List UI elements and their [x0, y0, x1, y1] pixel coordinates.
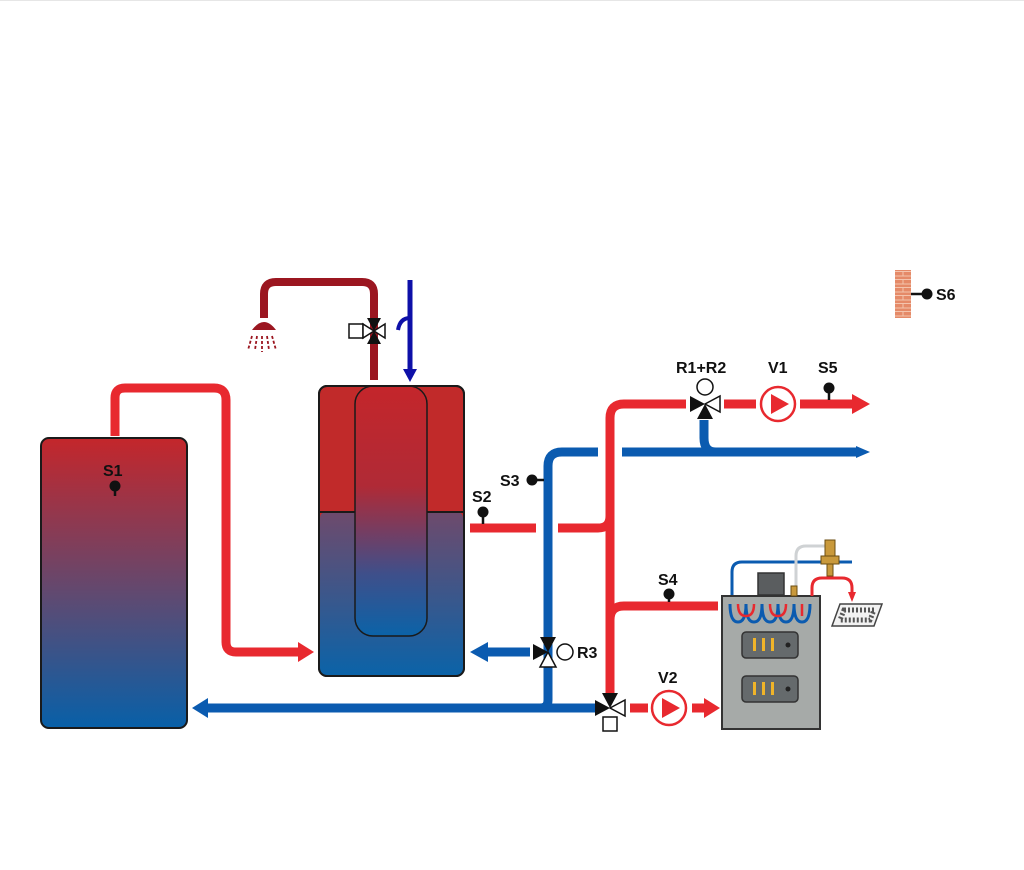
- r1r2-valve[interactable]: [690, 378, 721, 419]
- pipe-arrowhead: [192, 698, 208, 718]
- dhw-tank: [318, 385, 465, 677]
- label-r1r2: R1+R2: [676, 360, 726, 377]
- sensor-s2: [477, 506, 489, 524]
- pipe-cold-riser: [543, 447, 598, 698]
- label-s5: S5: [818, 360, 838, 377]
- pipe-arrowhead: [298, 642, 314, 662]
- pipe-riser-to-boiler: [605, 601, 718, 621]
- three-way-valve-icon[interactable]: [348, 318, 386, 344]
- pipe-r1-drop: [699, 420, 717, 457]
- label-s3: S3: [500, 473, 520, 490]
- pipe-cold-riser-joint: [539, 686, 553, 713]
- dhw-tank-inner-coil: [354, 385, 428, 637]
- pipe-hot-riser: [605, 399, 686, 698]
- label-s6: S6: [936, 287, 956, 304]
- label-s2: S2: [472, 489, 492, 506]
- label-r3: R3: [577, 645, 598, 662]
- r3-valve[interactable]: [533, 637, 574, 668]
- buffer-tank: [40, 437, 188, 729]
- label-v2: V2: [658, 670, 678, 687]
- label-s4: S4: [658, 572, 678, 589]
- top-border: [0, 0, 1024, 1]
- mixing-valve-bottom[interactable]: [595, 693, 626, 732]
- pipe-cold-water-branch: [396, 316, 411, 331]
- pipe-arrowhead: [403, 369, 417, 382]
- pipe-arrowhead: [856, 446, 870, 458]
- boiler-icon: [721, 539, 856, 730]
- label-s1: S1: [103, 463, 123, 480]
- pump-v2[interactable]: [650, 689, 688, 727]
- pump-v1[interactable]: [759, 385, 797, 423]
- sensor-s6: [911, 288, 933, 300]
- shower-head-icon: [247, 322, 277, 352]
- sensor-s5: [823, 382, 835, 400]
- outdoor-wall-icon: [895, 270, 911, 318]
- floor-heating-icon: [830, 603, 884, 627]
- pipe-arrowhead: [852, 394, 870, 414]
- pipes: [110, 278, 870, 718]
- pipe-s2-to-riser: [558, 515, 615, 533]
- sensor-s3: [526, 474, 544, 486]
- label-v1: V1: [768, 360, 788, 377]
- pipe-arrowhead: [704, 698, 720, 718]
- pipe-dhw-out: [260, 278, 378, 380]
- pipe-buffer-to-dhw: [110, 383, 300, 657]
- sensor-s1: [109, 480, 121, 496]
- sensor-s4: [663, 588, 675, 602]
- pipe-arrowhead: [470, 642, 488, 662]
- safety-valve-icon: [790, 539, 840, 597]
